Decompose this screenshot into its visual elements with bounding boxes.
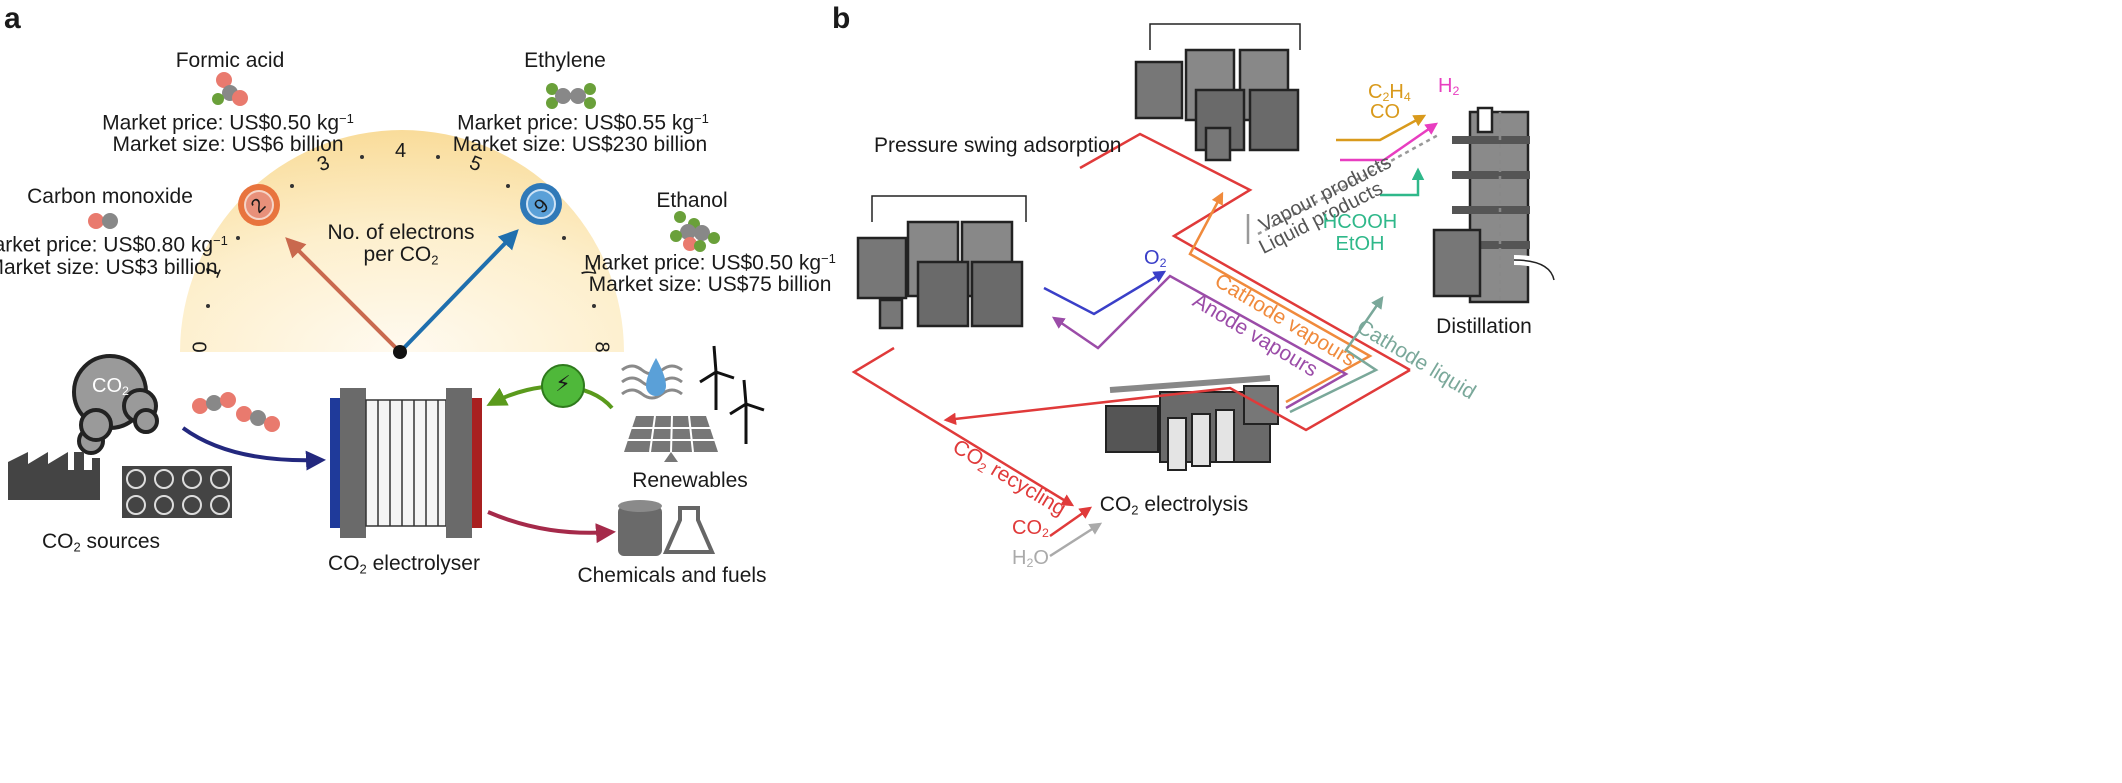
vapour-products-line [1257, 132, 1441, 236]
barrel-icon [618, 500, 662, 556]
anode-vapours-flow [1051, 274, 1349, 410]
gauge-caption-line1: No. of electrons [327, 221, 475, 244]
co-product-label: CO [1370, 101, 1400, 123]
electrolysis-plant-icon [1105, 375, 1279, 471]
co2-cloud-icon [72, 354, 159, 455]
air-capture-units-icon [122, 466, 232, 518]
electrolyser-stack [330, 388, 482, 538]
liquid-products-flow [1380, 167, 1425, 197]
ethanol-price: Market price: US$0.50 kg−1 [584, 251, 836, 275]
co2-cloud-label: CO2 [92, 375, 129, 399]
ethylene-name: Ethylene [524, 49, 606, 72]
h2-flow [1340, 122, 1439, 162]
water-drop-icon [646, 358, 666, 396]
co2-recycling-flow [943, 368, 1411, 432]
psa-unit-small-icon [856, 193, 1029, 330]
ethylene-price: Market price: US$0.55 kg−1 [457, 111, 709, 135]
psa-unit-large-icon [1134, 21, 1303, 162]
co2-electrolyser-label: CO2 electrolyser [328, 552, 480, 577]
factory-icon [8, 452, 100, 500]
carbon-monoxide-price: Market price: US$0.80 kg−1 [0, 233, 228, 257]
badge-low-circle [238, 184, 280, 226]
gauge-arrow-high [398, 229, 519, 354]
h2o-feed-arrow [1049, 522, 1103, 558]
psa-to-electrolysis-flow [851, 346, 1075, 507]
chemicals-and-fuels-label: Chemicals and fuels [577, 564, 767, 587]
cathode-liquid-flow [1289, 295, 1384, 414]
gauge-arrow-low [285, 237, 402, 354]
solar-panel-icon [624, 415, 718, 462]
process-flows [851, 114, 1441, 558]
formic-acid-size: Market size: US$6 billion [112, 133, 344, 156]
electron-gauge [180, 130, 624, 359]
co2-sources-label: CO2 sources [41, 530, 161, 555]
distillation-label: Distillation [1436, 315, 1532, 338]
gauge-caption-line2: per CO2 [363, 243, 439, 268]
h2o-feed-label: H2O [1012, 547, 1049, 571]
ethanol-molecule-icon [670, 211, 720, 252]
gauge-tick-8: 8 [590, 341, 613, 353]
formic-acid-name: Formic acid [175, 49, 285, 72]
ethylene-molecule-icon [546, 83, 596, 109]
panel-a-label: a [4, 2, 21, 35]
co2-molecules-icon [192, 392, 280, 432]
ethanol-name: Ethanol [656, 189, 728, 212]
co2-electrolysis-label: CO2 electrolysis [1099, 493, 1249, 518]
gauge-tick-4: 4 [395, 140, 407, 162]
gauge-pivot [393, 345, 407, 359]
flask-icon [662, 506, 716, 554]
lightning-bolt-icon: ⚡ [555, 371, 571, 396]
panel-b-label: b [832, 2, 851, 35]
gauge-tick-0: 0 [189, 341, 212, 353]
etoh-label: EtOH [1335, 233, 1385, 255]
h2-label: H2 [1438, 75, 1460, 99]
badge-high-circle [520, 183, 562, 225]
renewables-label: Renewables [632, 469, 748, 492]
sources-to-electrolyser-arrow [181, 426, 326, 471]
carbon-monoxide-molecule-icon [88, 213, 118, 229]
o2-flow [1043, 270, 1167, 316]
co2-feed-arrow [1049, 506, 1093, 538]
co2-feed-label: CO2 [1012, 517, 1049, 541]
formic-acid-price: Market price: US$0.50 kg−1 [102, 111, 354, 135]
power-icon-circle [541, 364, 585, 408]
c2h4-co-flow [1336, 114, 1427, 142]
gauge-tick-dots [206, 155, 596, 308]
ethanol-size: Market size: US$75 billion [588, 273, 832, 296]
electrolyser-to-chemicals-arrow [487, 510, 616, 544]
ethylene-size: Market size: US$230 billion [452, 133, 708, 156]
cathode-vapours-flow [1188, 191, 1373, 404]
carbon-monoxide-size: Market size: US$3 billion [0, 256, 218, 279]
o2-label: O2 [1144, 247, 1167, 271]
pressure-swing-adsorption-label: Pressure swing adsorption [874, 134, 1122, 157]
distillation-column-icon [1432, 106, 1559, 304]
hcooh-label: HCOOH [1322, 211, 1398, 233]
wind-turbine-icon [699, 345, 765, 444]
formic-acid-molecule-icon [212, 72, 248, 106]
c2h4-label: C2H4 [1368, 81, 1411, 105]
red-flow-top [1079, 132, 1411, 372]
carbon-monoxide-name: Carbon monoxide [27, 185, 193, 208]
